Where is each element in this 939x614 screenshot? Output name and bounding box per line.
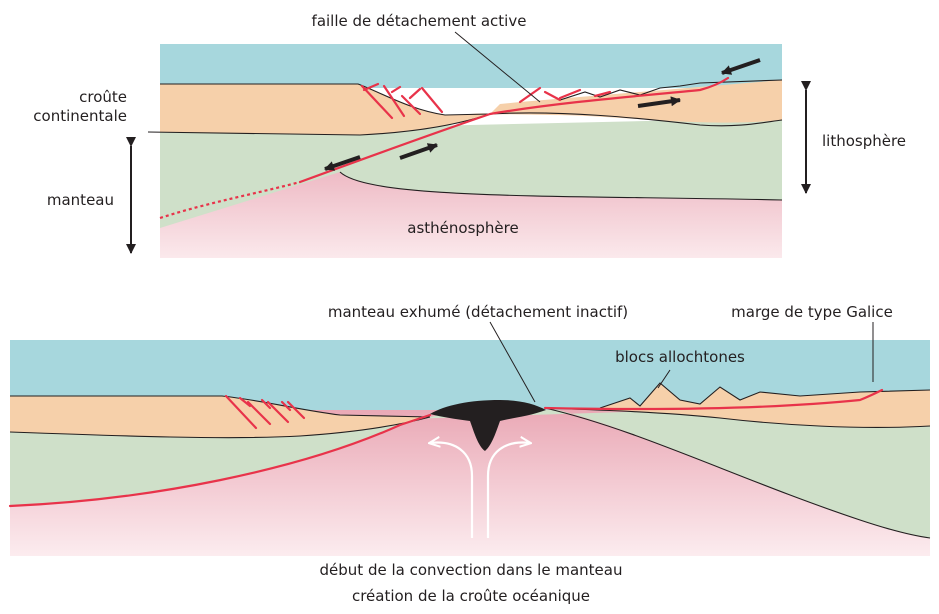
lithosphere-label: lithosphère [822,132,906,150]
top-panel: faille de détachement active croûte cont… [33,12,906,258]
caption-line1: début de la convection dans le manteau [320,561,623,579]
allochthonous-blocks-label: blocs allochtones [615,348,745,366]
mantle-label: manteau [47,191,114,209]
active-detachment-label: faille de détachement active [312,12,527,30]
caption-line2: création de la croûte océanique [352,587,590,605]
continental-crust-label-line1: croûte [79,88,127,106]
top-sea [160,44,782,88]
galicia-margin-label: marge de type Galice [731,303,893,321]
top-block-fault-4 [422,88,442,112]
exhumed-mantle-label: manteau exhumé (détachement inactif) [328,303,628,321]
bottom-panel: manteau exhumé (détachement inactif) mar… [10,303,930,605]
asthenosphere-label: asthénosphère [407,219,518,237]
continental-crust-label-line2: continentale [33,107,127,125]
